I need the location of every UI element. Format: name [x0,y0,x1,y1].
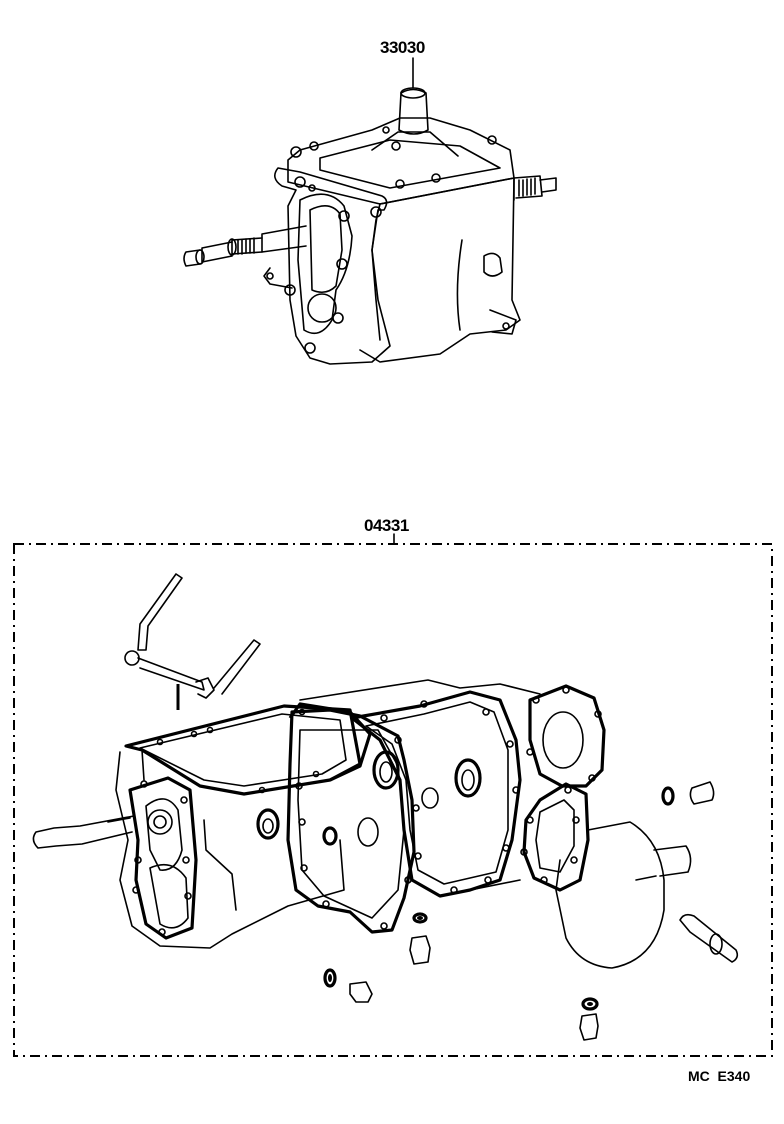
gasket-kit-boundary [13,543,773,1057]
part-number-33030: 33030 [380,38,425,57]
part-number-04331: 04331 [364,516,409,535]
transmission-assembly-illustration [183,87,557,365]
reference-code: MC E340 [688,1068,751,1084]
gasket-kit-illustration [32,573,739,1041]
